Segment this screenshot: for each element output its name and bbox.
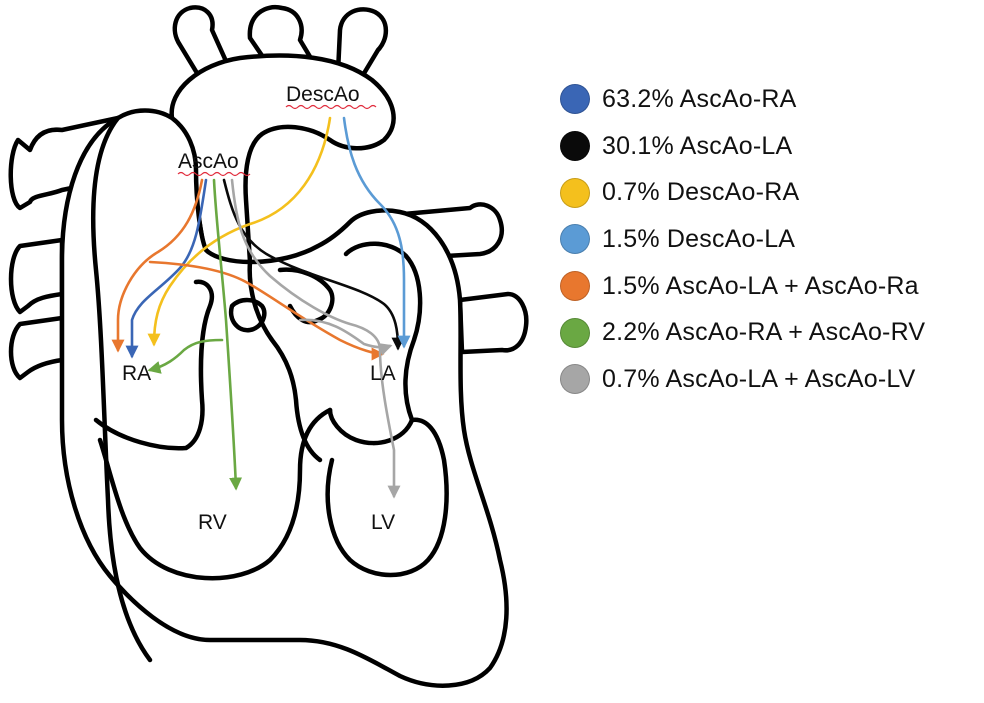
legend-color-dot bbox=[560, 131, 590, 162]
legend-color-dot bbox=[560, 177, 590, 208]
legend-label: 1.5% AscAo-LA + AscAo-Ra bbox=[602, 271, 919, 300]
la-label: LA bbox=[370, 362, 396, 385]
legend-label: 0.7% AscAo-LA + AscAo-LV bbox=[602, 364, 916, 393]
legend-item: 63.2% AscAo-RA bbox=[560, 76, 925, 123]
legend-label: 1.5% DescAo-LA bbox=[602, 224, 796, 253]
legend-item: 1.5% DescAo-LA bbox=[560, 216, 925, 263]
legend-item: 30.1% AscAo-LA bbox=[560, 123, 925, 170]
descao-spellcheck-underline bbox=[285, 104, 377, 110]
labels: AscAo DescAo RA LA RV LV bbox=[122, 83, 396, 534]
flow-ascao-ra-rv bbox=[212, 178, 243, 491]
flow-ascao-la-ra-branch bbox=[148, 260, 385, 361]
legend-color-dot bbox=[560, 271, 590, 302]
legend-item: 1.5% AscAo-LA + AscAo-Ra bbox=[560, 263, 925, 310]
legend-label: 30.1% AscAo-LA bbox=[602, 131, 793, 160]
legend-color-dot bbox=[560, 84, 590, 115]
descao-label: DescAo bbox=[286, 83, 360, 106]
rv-label: RV bbox=[198, 511, 227, 534]
flow-descao-ra bbox=[147, 116, 332, 347]
flow-ascao-la-lv bbox=[230, 178, 401, 499]
legend-item: 2.2% AscAo-RA + AscAo-RV bbox=[560, 309, 925, 356]
flow-ascao-ra bbox=[125, 178, 208, 359]
legend-item: 0.7% AscAo-LA + AscAo-LV bbox=[560, 356, 925, 403]
legend-color-dot bbox=[560, 224, 590, 255]
flow-ascao-la-lv-branch bbox=[298, 318, 393, 356]
flow-descao-la bbox=[342, 116, 411, 349]
lv-label: LV bbox=[371, 511, 395, 534]
ascao-spellcheck-underline bbox=[177, 171, 251, 177]
legend-label: 63.2% AscAo-RA bbox=[602, 84, 797, 113]
ascao-label: AscAo bbox=[178, 150, 239, 173]
legend-label: 0.7% DescAo-RA bbox=[602, 178, 800, 207]
legend-item: 0.7% DescAo-RA bbox=[560, 169, 925, 216]
heart-outline bbox=[8, 4, 529, 688]
legend-color-dot bbox=[560, 317, 590, 348]
legend: 63.2% AscAo-RA 30.1% AscAo-LA 0.7% DescA… bbox=[560, 76, 925, 403]
flow-ascao-la-ra bbox=[111, 178, 204, 353]
flow-arrows bbox=[111, 116, 411, 499]
ra-label: RA bbox=[122, 362, 151, 385]
legend-color-dot bbox=[560, 364, 590, 395]
legend-label: 2.2% AscAo-RA + AscAo-RV bbox=[602, 318, 926, 347]
flow-ascao-ra-rv-branch bbox=[147, 338, 224, 374]
